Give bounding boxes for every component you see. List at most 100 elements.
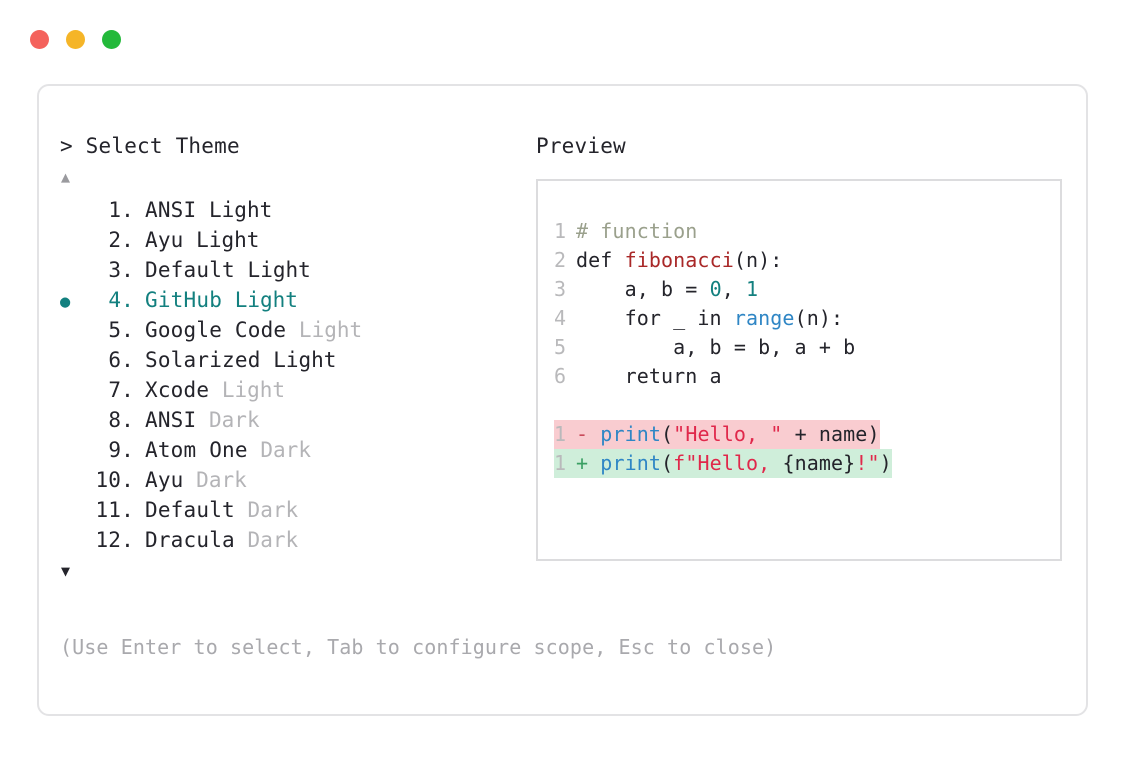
theme-item-variant: Dark — [234, 528, 299, 552]
theme-item-name: ANSI — [145, 198, 197, 222]
theme-list-item[interactable]: 1. ANSI Light — [60, 195, 530, 225]
window-traffic-lights — [30, 30, 121, 49]
code-token: "Hello, " — [673, 422, 783, 446]
code-line: 6 return a — [554, 362, 1060, 391]
theme-item-name: Ayu — [145, 468, 184, 492]
code-token: , — [721, 277, 747, 301]
code-token: ) — [879, 451, 892, 475]
code-token: a, b = — [576, 277, 710, 301]
code-line: 1 # function — [554, 217, 1060, 246]
theme-item-variant: Light — [196, 198, 273, 222]
diff-sign: - — [576, 422, 601, 446]
theme-list-item[interactable]: 8.ANSI Dark — [60, 405, 530, 435]
scroll-down-icon[interactable]: ▼ — [61, 562, 71, 580]
theme-item-number: 4. — [108, 288, 134, 312]
diff-line-content: 1 + print(f"Hello, {name}!") — [554, 449, 892, 478]
scroll-up-icon[interactable]: ▲ — [61, 168, 71, 186]
code-line: 3 a, b = 0, 1 — [554, 275, 1060, 304]
keyboard-hint: (Use Enter to select, Tab to configure s… — [60, 635, 777, 659]
theme-item-name: Ayu — [145, 228, 184, 252]
code-token: def — [576, 248, 625, 272]
theme-item-variant: Dark — [196, 408, 260, 432]
code-line: 4 for _ in range(n): — [554, 304, 1060, 333]
code-token: (n): — [794, 306, 844, 330]
theme-item-number: 12. — [95, 528, 134, 552]
theme-list-item[interactable]: 6. Solarized Light — [60, 345, 530, 375]
theme-item-name: Atom One — [145, 438, 248, 462]
theme-item-number: 7. — [108, 378, 134, 402]
theme-list-item[interactable]: 11.Default Dark — [60, 495, 530, 525]
theme-item-name: GitHub — [145, 288, 223, 312]
theme-item-number: 9. — [108, 438, 134, 462]
theme-list-item[interactable]: 2. Ayu Light — [60, 225, 530, 255]
theme-item-number: 6. — [108, 348, 134, 372]
code-token: print — [600, 451, 662, 475]
code-token: ( — [661, 422, 674, 446]
theme-item-number: 3. — [108, 258, 134, 282]
theme-item-number: 10. — [95, 468, 134, 492]
close-button[interactable] — [30, 30, 49, 49]
code-token: fibonacci — [624, 248, 734, 272]
zoom-button[interactable] — [102, 30, 121, 49]
code-token: print — [600, 422, 662, 446]
theme-item-variant: Light — [222, 288, 298, 312]
code-token: # function — [576, 219, 698, 243]
theme-item-variant: Light — [260, 348, 337, 372]
diff-line: 1- print("Hello, " + name) — [554, 420, 1060, 449]
line-number: 6 — [554, 364, 567, 388]
theme-item-number: 2. — [108, 228, 134, 252]
diff-line: 1 + print(f"Hello, {name}!") — [554, 449, 1060, 478]
theme-list-item[interactable]: 12. Dracula Dark — [60, 525, 530, 555]
code-token: for _ in — [576, 306, 734, 330]
theme-item-name: Default — [145, 258, 235, 282]
theme-item-variant: Dark — [234, 498, 299, 522]
code-token: ( — [661, 451, 674, 475]
code-token: + name) — [782, 422, 880, 446]
theme-item-variant: Dark — [183, 468, 247, 492]
theme-item-name: Google Code — [145, 318, 287, 342]
theme-list-item[interactable]: ● 4. GitHub Light — [60, 285, 530, 315]
minimize-button[interactable] — [66, 30, 85, 49]
code-token: return a — [576, 364, 722, 388]
theme-item-variant: Dark — [247, 438, 311, 462]
code-token: range — [733, 306, 795, 330]
theme-item-variant: Light — [183, 228, 260, 252]
theme-item-name: Default — [145, 498, 235, 522]
theme-selector-column: > Select Theme ▲ 1. ANSI Light 2. Ayu Light… — [60, 133, 530, 580]
theme-list-item[interactable]: 7.Xcode Light — [60, 375, 530, 405]
selector-prompt: > Select Theme — [60, 134, 240, 158]
code-token: a, b = b, a + b — [576, 335, 856, 359]
theme-list-item[interactable]: 10. Ayu Dark — [60, 465, 530, 495]
selected-bullet-icon: ● — [60, 292, 71, 312]
theme-item-variant: Light — [234, 258, 311, 282]
line-number: 5 — [554, 335, 567, 359]
theme-item-name: Dracula — [145, 528, 235, 552]
theme-item-variant: Light — [286, 318, 363, 342]
theme-item-variant: Light — [209, 378, 286, 402]
theme-list-item[interactable]: 3. Default Light — [60, 255, 530, 285]
code-spacer — [554, 391, 1060, 420]
diff-sign: + — [576, 451, 601, 475]
code-token: f"Hello, — [673, 451, 783, 475]
theme-item-number: 5. — [108, 318, 134, 342]
line-number: 1 — [554, 451, 567, 475]
theme-list-item[interactable]: 9. Atom One Dark — [60, 435, 530, 465]
line-number: 3 — [554, 277, 567, 301]
theme-item-number: 1. — [108, 198, 134, 222]
line-number: 4 — [554, 306, 567, 330]
theme-item-name: Solarized — [145, 348, 261, 372]
code-token: 0 — [709, 277, 722, 301]
code-token: 1 — [746, 277, 759, 301]
code-token: {name} — [782, 451, 856, 475]
line-number: 2 — [554, 248, 567, 272]
diff-line-content: 1- print("Hello, " + name) — [554, 420, 880, 449]
line-number: 1 — [554, 219, 567, 243]
theme-list-item[interactable]: 5. Google Code Light — [60, 315, 530, 345]
theme-item-number: 8. — [108, 408, 134, 432]
code-token: (n): — [733, 248, 783, 272]
code-line: 2 def fibonacci(n): — [554, 246, 1060, 275]
code-token: !" — [855, 451, 880, 475]
